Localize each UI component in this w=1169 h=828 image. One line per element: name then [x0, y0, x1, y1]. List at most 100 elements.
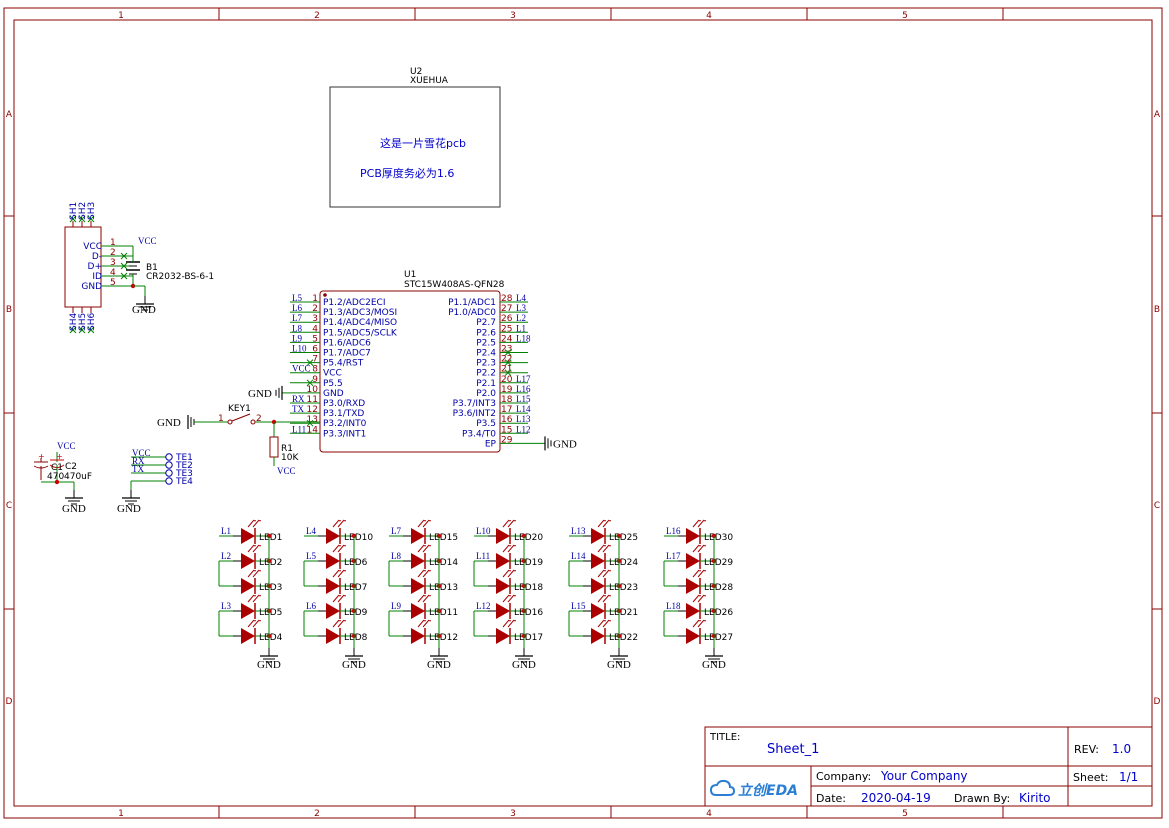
- u1-pin-number: 15: [501, 425, 512, 435]
- u1-gnd-label: GND: [248, 388, 272, 400]
- tb-drawn: Kirito: [1019, 791, 1051, 805]
- led-arrows: [417, 519, 430, 528]
- led-arrows: [502, 569, 515, 578]
- zone-row-right: B: [1154, 305, 1160, 315]
- inner-border: [13, 19, 1153, 807]
- outer-border: [3, 7, 1163, 819]
- led-symbol: [411, 528, 425, 544]
- led-net: L4: [306, 526, 316, 536]
- led-arrow-heads: [339, 545, 346, 547]
- tb-sheet: 1/1: [1119, 770, 1138, 784]
- u1-pin-number: 6: [312, 345, 318, 355]
- u2-note-2: PCB厚度务必为1.6: [360, 166, 454, 180]
- led-arrows: [597, 544, 610, 553]
- led-symbol: [241, 578, 255, 594]
- u1-pin-name: P2.5: [476, 338, 496, 348]
- usb-pin-number: 3: [110, 258, 116, 268]
- led-net: L9: [391, 601, 401, 611]
- u1-pin-name: EP: [485, 439, 497, 449]
- nc-mark: [504, 349, 512, 356]
- led-label: LED29: [704, 558, 733, 568]
- r1-designator: R1: [281, 444, 293, 454]
- nc-mark: [69, 326, 77, 334]
- led-symbol: [496, 578, 510, 594]
- tb-sheet-label: Sheet:: [1073, 771, 1109, 784]
- u1-pin-name: P3.3/INT1: [323, 429, 366, 439]
- u1-pin-name: P3.5: [476, 419, 496, 429]
- u1-pin-name: P3.2/INT0: [323, 419, 367, 429]
- usb-pin-name: D-: [92, 252, 102, 262]
- u1-pin-name: P2.2: [476, 369, 496, 379]
- led-arrow-heads: [604, 520, 611, 522]
- led-arrows: [247, 519, 260, 528]
- led-label: LED6: [344, 558, 368, 568]
- u1-net-label: L4: [516, 293, 526, 303]
- zone-col-bottom: 5: [902, 809, 908, 819]
- u1-value: STC15W408AS-QFN28: [404, 280, 505, 290]
- led-label: LED13: [429, 583, 458, 593]
- te-name: TE4: [175, 477, 193, 487]
- r1-body: [269, 436, 279, 458]
- u1-pin-number: 1: [312, 294, 318, 304]
- led-symbol: [411, 578, 425, 594]
- led-label: LED16: [514, 608, 543, 618]
- u1-net-label: L12: [516, 424, 531, 434]
- led-symbol: [686, 578, 700, 594]
- led-symbol: [686, 628, 700, 644]
- led-label: LED18: [514, 583, 543, 593]
- u1-pin-name: P1.2/ADC2ECI: [323, 298, 386, 308]
- led-label: LED24: [609, 558, 638, 568]
- led-arrows: [692, 594, 705, 603]
- c2-plus: +: [38, 452, 45, 461]
- tb-date-label: Date:: [816, 792, 846, 805]
- u1-pin-name: VCC: [323, 369, 342, 379]
- u1-net-label: L14: [516, 404, 531, 414]
- ep-gnd-label: GND: [553, 438, 577, 450]
- u1-pin-name: P2.6: [476, 328, 496, 338]
- led-label: LED22: [609, 633, 638, 643]
- te-net: TX: [132, 464, 144, 474]
- u1-pin-name: P2.1: [476, 379, 496, 389]
- zone-row-left: D: [6, 697, 13, 707]
- led-arrows: [502, 544, 515, 553]
- nc-mark: [78, 326, 86, 334]
- led-arrows: [502, 519, 515, 528]
- u1-net-label: L5: [292, 293, 302, 303]
- led-arrow-heads: [254, 620, 261, 622]
- led-label: LED30: [704, 533, 733, 543]
- zone-col-top: 1: [118, 11, 124, 21]
- led-symbol: [241, 528, 255, 544]
- led-arrow-heads: [424, 620, 431, 622]
- led-arrow-heads: [604, 620, 611, 622]
- r1-vcc: VCC: [277, 466, 296, 476]
- u1-net-label: L15: [516, 394, 531, 404]
- te-net: RX: [132, 456, 145, 466]
- u1-pin-name: P2.3: [476, 359, 496, 369]
- led-label: LED25: [609, 533, 638, 543]
- key-designator: KEY1: [228, 404, 251, 414]
- led-net: L10: [476, 526, 491, 536]
- usb-pin-number: 5: [110, 278, 116, 288]
- u1-pin-number: 14: [307, 425, 319, 435]
- led-symbol: [686, 528, 700, 544]
- led-symbol: [326, 628, 340, 644]
- zone-row-left: B: [6, 305, 12, 315]
- u1-pin-name: P5.4/RST: [323, 359, 364, 369]
- led-label: LED17: [514, 633, 543, 643]
- zone-col-top: 4: [706, 11, 712, 21]
- u1-net-label: L18: [516, 333, 531, 343]
- u1-pin-number: 12: [307, 405, 318, 415]
- led-arrow-heads: [339, 620, 346, 622]
- led-arrows: [332, 519, 345, 528]
- shield-pin-label: SH2: [78, 202, 88, 220]
- led-arrow-heads: [699, 595, 706, 597]
- led-arrow-heads: [254, 520, 261, 522]
- usb-gnd-label: GND: [132, 304, 156, 316]
- u1-net-label: L7: [292, 313, 302, 323]
- u2-outline: [329, 86, 501, 208]
- led-symbol: [241, 603, 255, 619]
- led-arrow-heads: [699, 570, 706, 572]
- u1-net-label: L16: [516, 384, 531, 394]
- led-symbol: [496, 603, 510, 619]
